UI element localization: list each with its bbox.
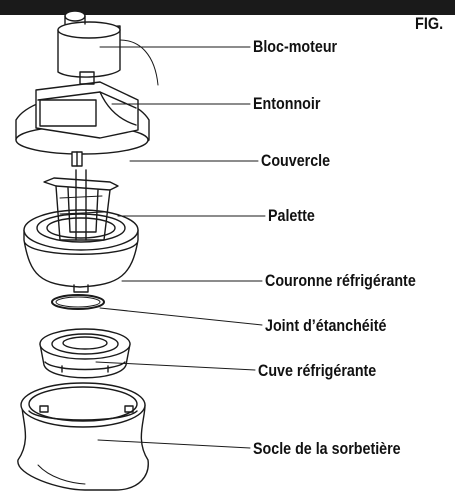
- callout-cuve-refrigerante: Cuve réfrigérante: [258, 361, 376, 381]
- base-part: [18, 383, 148, 490]
- callout-socle-sorbetiere: Socle de la sorbetière: [253, 439, 401, 459]
- bowl-part: [40, 329, 130, 378]
- callout-entonnoir: Entonnoir: [253, 94, 320, 114]
- callout-bloc-moteur: Bloc-moteur: [253, 37, 337, 57]
- chute-part: [36, 82, 138, 138]
- seal-part: [52, 295, 104, 309]
- freezer-ring-part: [24, 210, 138, 292]
- leader-joint-etancheite: [100, 308, 262, 325]
- callout-palette: Palette: [268, 206, 315, 226]
- motor-part: [58, 11, 158, 85]
- callout-couronne-refrigerante: Couronne réfrigérante: [265, 271, 416, 291]
- callout-couvercle: Couvercle: [261, 151, 330, 171]
- callout-joint-etancheite: Joint d’étanchéité: [265, 316, 386, 336]
